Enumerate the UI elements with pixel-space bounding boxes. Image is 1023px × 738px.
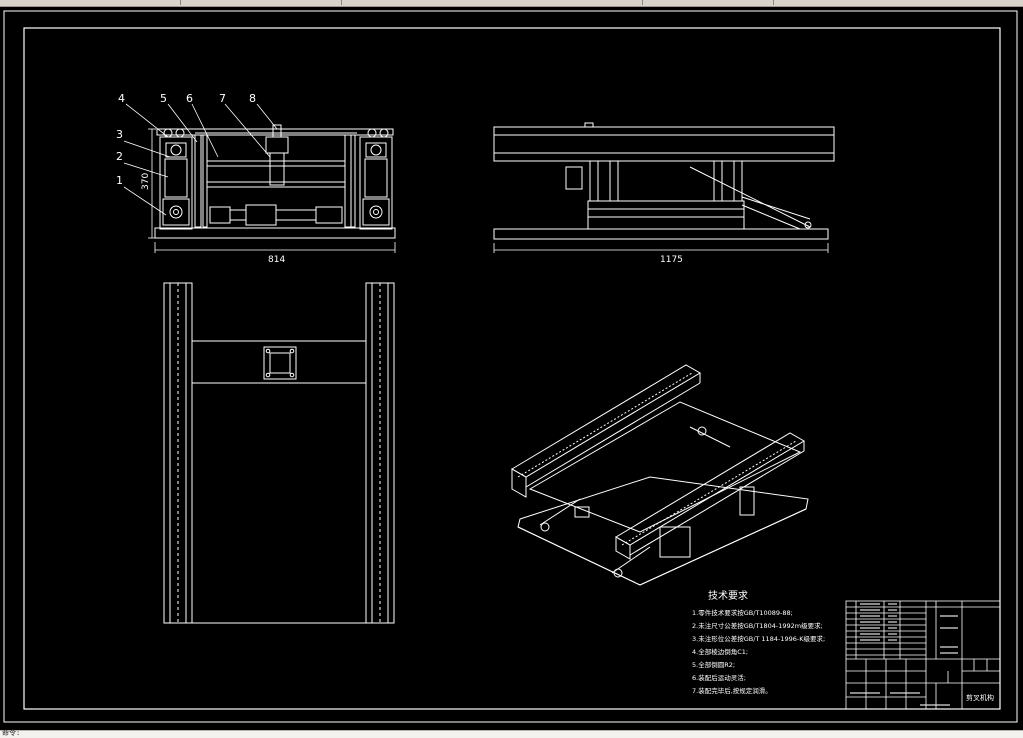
front-view-labels: 1 2 3 4 5 6 7 8 814 370 [116,92,285,265]
toolbar-strip[interactable] [0,0,1023,7]
title-block [845,600,1001,710]
toolbar-segment[interactable] [0,0,181,5]
height-dimension-label: 370 [141,173,151,190]
outer-sheet-border [3,10,1018,723]
command-prompt: 命令: [2,729,21,737]
front-view [123,103,396,253]
toolbar-segment[interactable] [181,0,342,5]
balloon-8: 8 [249,92,256,105]
tech-requirements-title: 技术要求 [708,589,748,602]
balloon-5: 5 [160,92,167,105]
inner-drawing-frame [23,27,1001,710]
tech-requirement-7: 7.装配完毕后,按规定润滑。 [692,686,772,695]
tech-requirement-1: 1.零件技术要求按GB/T10089-88; [692,608,793,617]
technical-requirements: 技术要求 1.零件技术要求按GB/T10089-88; 2.未注尺寸公差按GB/… [692,589,825,695]
side-length-dimension-label: 1175 [660,255,683,265]
isometric-view [511,364,809,586]
cad-drawing-sheet: 1 2 3 4 5 6 7 8 814 370 [3,10,1018,723]
balloon-7: 7 [219,92,226,105]
balloon-4: 4 [118,92,125,105]
width-dimension-label: 814 [268,255,285,265]
tech-requirement-5: 5.全部倒圆R2; [692,660,735,669]
balloon-2: 2 [116,150,123,163]
balloon-6: 6 [186,92,193,105]
title-block-drawing-name: 剪叉机构 [966,693,994,702]
side-view [493,122,835,253]
balloon-3: 3 [116,128,123,141]
toolbar-segment[interactable] [342,0,643,5]
drawing-canvas[interactable]: 1 2 3 4 5 6 7 8 814 370 [0,7,1023,730]
tech-requirement-4: 4.全部棱边倒角C1; [692,647,748,656]
tech-requirement-6: 6.装配后运动灵活; [692,673,746,682]
balloon-1: 1 [116,174,123,187]
command-line[interactable]: 命令: [0,730,1023,738]
tech-requirement-3: 3.未注形位公差按GB/T 1184-1996-K级要求; [692,634,825,643]
toolbar-segment[interactable] [643,0,774,5]
tech-requirement-2: 2.未注尺寸公差按GB/T1804-1992m级要求; [692,621,823,630]
top-view [163,282,395,624]
